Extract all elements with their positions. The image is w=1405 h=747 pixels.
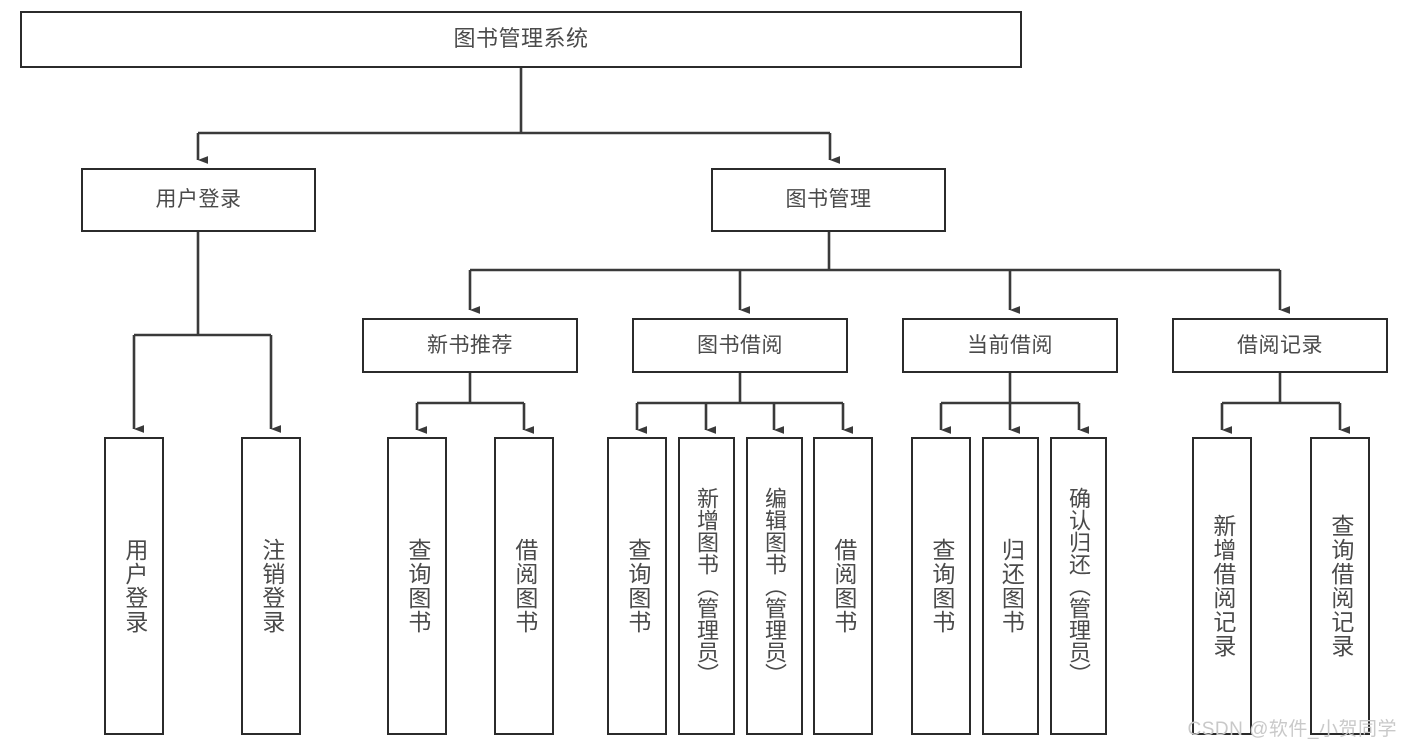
- node-label: 查询图书: [404, 538, 431, 634]
- node-book-management-system[interactable]: 图书管理系统: [20, 11, 1022, 68]
- node-label: 借阅记录: [1237, 333, 1323, 357]
- node-new-book-recommend[interactable]: 新书推荐: [362, 318, 578, 373]
- node-label: 图书管理系统: [453, 26, 589, 52]
- node-leaf-borrow-book-2[interactable]: 借阅图书: [813, 437, 873, 735]
- node-leaf-query-book-3[interactable]: 查询图书: [911, 437, 971, 735]
- node-label: 查询借阅记录: [1327, 514, 1354, 658]
- node-leaf-add-record[interactable]: 新增借阅记录: [1192, 437, 1252, 735]
- node-label: 借阅图书: [511, 538, 538, 634]
- node-label: 用户登录: [155, 188, 242, 212]
- node-leaf-query-book-2[interactable]: 查询图书: [607, 437, 667, 735]
- node-leaf-edit-book[interactable]: 编辑图书（管理员）: [746, 437, 803, 735]
- node-label: 当前借阅: [967, 333, 1053, 357]
- node-leaf-confirm-return[interactable]: 确认归还（管理员）: [1050, 437, 1107, 735]
- node-label: 编辑图书（管理员）: [762, 487, 788, 685]
- node-leaf-user-login[interactable]: 用户登录: [104, 437, 164, 735]
- node-book-borrow[interactable]: 图书借阅: [632, 318, 848, 373]
- node-leaf-add-book[interactable]: 新增图书（管理员）: [678, 437, 735, 735]
- node-label: 确认归还（管理员）: [1066, 487, 1092, 685]
- node-label: 用户登录: [121, 538, 148, 634]
- node-label: 图书借阅: [697, 333, 783, 357]
- node-label: 归还图书: [998, 538, 1025, 634]
- node-current-borrow[interactable]: 当前借阅: [902, 318, 1118, 373]
- node-label: 借阅图书: [830, 538, 857, 634]
- node-leaf-logout-login[interactable]: 注销登录: [241, 437, 301, 735]
- node-label: 图书管理: [785, 188, 872, 212]
- node-label: 查询图书: [624, 538, 651, 634]
- node-leaf-borrow-book-1[interactable]: 借阅图书: [494, 437, 554, 735]
- node-label: 新增借阅记录: [1209, 514, 1236, 658]
- node-borrow-record[interactable]: 借阅记录: [1172, 318, 1388, 373]
- node-book-management[interactable]: 图书管理: [711, 168, 946, 232]
- node-label: 新书推荐: [427, 333, 513, 357]
- node-label: 查询图书: [928, 538, 955, 634]
- node-leaf-query-book-1[interactable]: 查询图书: [387, 437, 447, 735]
- node-label: 新增图书（管理员）: [694, 487, 720, 685]
- node-label: 注销登录: [258, 538, 285, 634]
- node-user-login[interactable]: 用户登录: [81, 168, 316, 232]
- node-leaf-query-record[interactable]: 查询借阅记录: [1310, 437, 1370, 735]
- watermark: CSDN @软件_小贺同学: [1187, 719, 1397, 740]
- node-leaf-return-book[interactable]: 归还图书: [982, 437, 1039, 735]
